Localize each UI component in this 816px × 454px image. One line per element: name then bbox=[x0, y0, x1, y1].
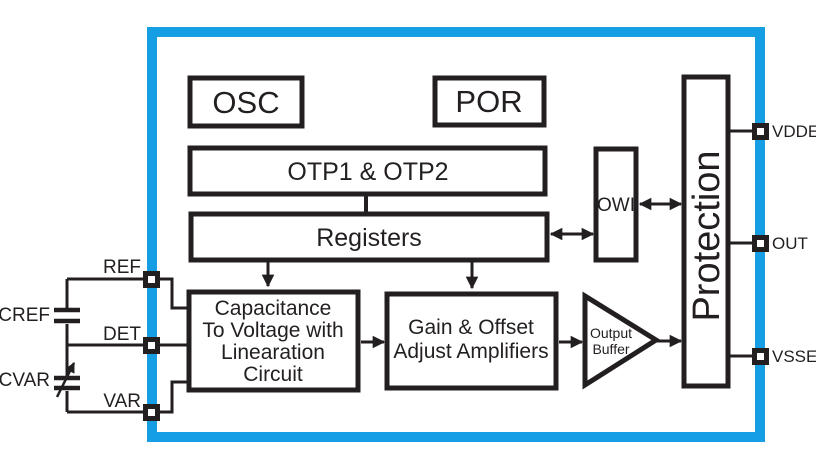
otp-label: OTP1 & OTP2 bbox=[287, 158, 448, 186]
wire-var-to-c2v bbox=[151, 380, 187, 414]
osc-box bbox=[187, 75, 305, 129]
osc-label: OSC bbox=[212, 85, 279, 120]
pin-vdde: VDDE bbox=[730, 122, 816, 141]
vsse-label: VSSE bbox=[772, 347, 816, 366]
c2v-label-line2: To Voltage with bbox=[202, 319, 343, 342]
external-capacitor-network: CREF CVAR bbox=[0, 277, 151, 414]
cref-label: CREF bbox=[0, 305, 50, 326]
buffer-label-line2: Buffer bbox=[592, 341, 629, 357]
gain-label-line2: Adjust Amplifiers bbox=[393, 340, 548, 363]
gain-label-line1: Gain & Offset bbox=[408, 316, 534, 339]
owi-box bbox=[593, 146, 639, 263]
block-owi: OWI bbox=[593, 146, 639, 263]
registers-box bbox=[188, 211, 550, 263]
output-buffer-triangle-icon bbox=[582, 291, 661, 390]
ref-pad-inner bbox=[148, 276, 155, 283]
c2v-label-line4: Circuit bbox=[243, 363, 303, 386]
out-pad-inner bbox=[757, 240, 764, 247]
block-output-buffer: Output Buffer bbox=[582, 291, 661, 390]
det-pad-inner bbox=[148, 342, 155, 349]
block-registers: Registers bbox=[188, 211, 550, 263]
por-label: POR bbox=[455, 84, 522, 119]
block-gain-offset: Gain & Offset Adjust Amplifiers bbox=[384, 291, 559, 391]
var-label: VAR bbox=[103, 391, 141, 412]
capacitor-cref-icon bbox=[54, 307, 80, 324]
chip-boundary bbox=[147, 27, 765, 442]
pin-vsse: VSSE bbox=[730, 347, 816, 366]
buffer-label-line1: Output bbox=[590, 325, 632, 341]
pin-ref: REF bbox=[103, 257, 160, 288]
wire-ref-to-c2v bbox=[151, 277, 187, 310]
block-protection: Protection bbox=[681, 74, 731, 389]
protection-label: Protection bbox=[686, 150, 728, 321]
var-pad-inner bbox=[148, 409, 155, 416]
gain-box bbox=[384, 291, 559, 391]
vsse-pad-inner bbox=[757, 353, 764, 360]
registers-label: Registers bbox=[316, 224, 422, 252]
ref-label: REF bbox=[103, 257, 141, 278]
c2v-label-line1: Capacitance bbox=[215, 297, 332, 320]
variable-arrow-icon bbox=[55, 362, 76, 398]
protection-box bbox=[681, 74, 731, 389]
block-cap-to-voltage: Capacitance To Voltage with Linearation … bbox=[186, 289, 361, 393]
block-otp: OTP1 & OTP2 bbox=[187, 145, 548, 197]
out-label: OUT bbox=[772, 234, 808, 253]
otp-box bbox=[187, 145, 548, 197]
c2v-label-line3: Linearation bbox=[221, 341, 325, 364]
vdde-label: VDDE bbox=[772, 122, 816, 141]
capacitor-cvar-icon bbox=[54, 362, 80, 398]
det-label: DET bbox=[103, 324, 141, 345]
cvar-label: CVAR bbox=[0, 370, 50, 391]
pin-var: VAR bbox=[103, 391, 160, 421]
pin-out: OUT bbox=[730, 234, 808, 253]
block-osc: OSC bbox=[187, 75, 305, 129]
vdde-pad-inner bbox=[757, 128, 764, 135]
pin-det: DET bbox=[103, 324, 160, 354]
block-por: POR bbox=[432, 75, 547, 128]
c2v-box bbox=[186, 289, 361, 393]
por-box bbox=[432, 75, 547, 128]
owi-label: OWI bbox=[597, 195, 635, 216]
